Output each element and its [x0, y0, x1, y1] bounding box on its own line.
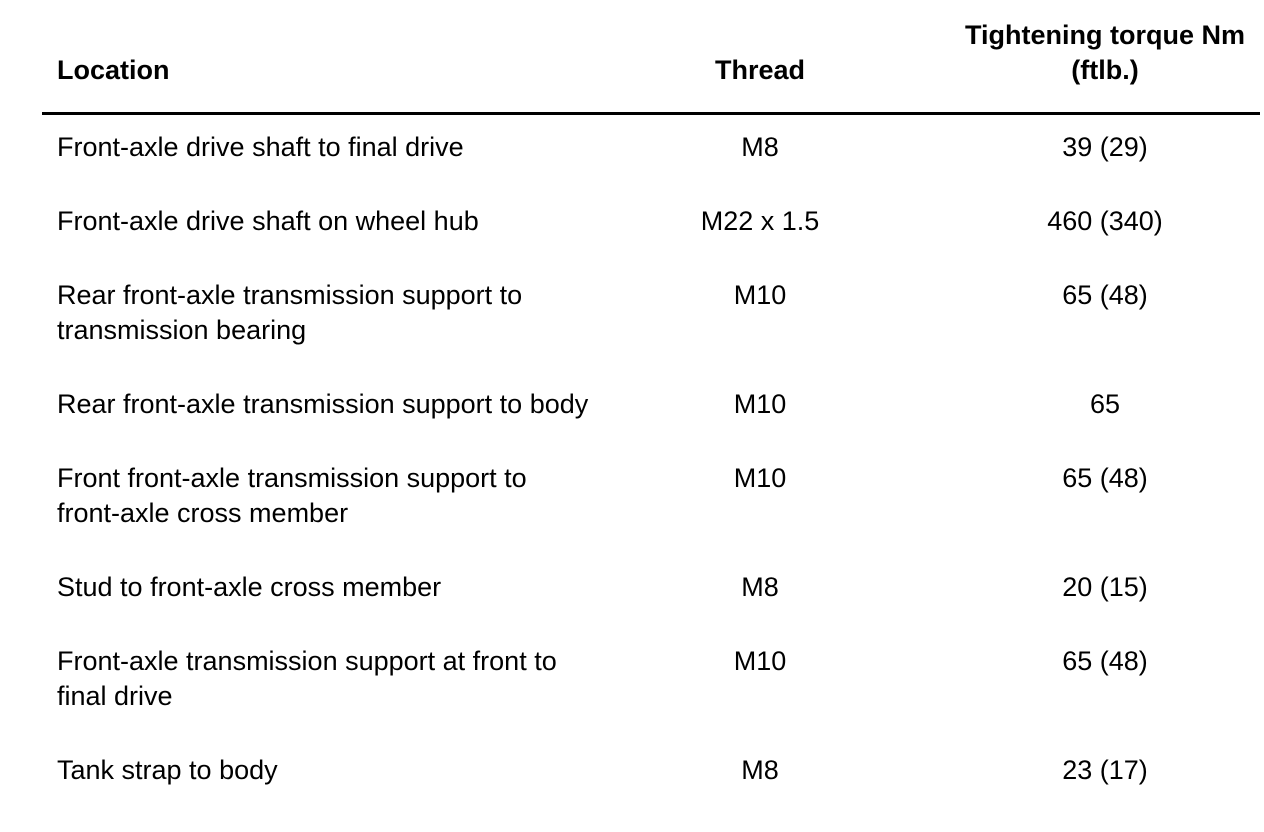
torque-value: 460 (340)	[1047, 206, 1163, 236]
location-line: front-axle cross member	[57, 498, 349, 528]
torque-cell: 23 (17)	[920, 753, 1260, 788]
location-line: Front-axle drive shaft to final drive	[57, 132, 464, 162]
thread-cell: M10	[600, 644, 920, 679]
torque-value: 65 (48)	[1062, 280, 1148, 310]
table-header-row: Location Thread Tightening torque Nm (ft…	[57, 0, 1260, 88]
torque-cell: 20 (15)	[920, 570, 1260, 605]
location-cell: Front-axle drive shaft on wheel hub	[57, 204, 600, 239]
torque-cell: 65 (48)	[920, 278, 1260, 313]
torque-cell: 39 (29)	[920, 130, 1260, 165]
torque-value: 23 (17)	[1062, 755, 1148, 785]
location-line: final drive	[57, 681, 173, 711]
table-row: Stud to front-axle cross member M8 20 (1…	[57, 570, 1260, 644]
torque-value: 65 (48)	[1062, 463, 1148, 493]
thread-cell: M22 x 1.5	[600, 204, 920, 239]
torque-cell: 460 (340)	[920, 204, 1260, 239]
header-thread-label: Thread	[714, 55, 806, 85]
header-torque: Tightening torque Nm (ftlb.)	[920, 18, 1260, 88]
torque-cell: 65	[920, 387, 1260, 422]
location-line: Front-axle transmission support at front…	[57, 646, 557, 676]
location-cell: Front-axle transmission support at front…	[57, 644, 600, 714]
header-location-label: Location	[57, 55, 170, 85]
header-divider-rule	[42, 112, 1260, 115]
location-cell: Tank strap to body	[57, 753, 600, 788]
torque-cell: 65 (48)	[920, 644, 1260, 679]
thread-value: M8	[741, 572, 779, 602]
location-cell: Rear front-axle transmission support to …	[57, 387, 600, 422]
table-row: Front-axle transmission support at front…	[57, 644, 1260, 753]
thread-cell: M8	[600, 130, 920, 165]
location-cell: Front front-axle transmission support to…	[57, 461, 600, 531]
thread-value: M10	[733, 389, 787, 419]
header-thread: Thread	[600, 53, 920, 88]
torque-value: 65 (48)	[1062, 646, 1148, 676]
torque-cell: 65 (48)	[920, 461, 1260, 496]
header-torque-line2: (ftlb.)	[1071, 55, 1139, 85]
thread-cell: M10	[600, 461, 920, 496]
torque-value: 39 (29)	[1062, 132, 1148, 162]
location-cell: Stud to front-axle cross member	[57, 570, 600, 605]
header-torque-line1: Tightening torque Nm	[965, 20, 1245, 50]
torque-value: 65	[1089, 389, 1121, 419]
location-line: Tank strap to body	[57, 755, 278, 785]
thread-cell: M8	[600, 570, 920, 605]
table-row: Front front-axle transmission support to…	[57, 461, 1260, 570]
location-cell: Rear front-axle transmission support to …	[57, 278, 600, 348]
location-cell: Front-axle drive shaft to final drive	[57, 130, 600, 165]
thread-value: M10	[733, 463, 787, 493]
table-row: Rear front-axle transmission support to …	[57, 387, 1260, 461]
thread-value: M10	[733, 646, 787, 676]
thread-value: M22 x 1.5	[700, 206, 820, 236]
table-row: Front-axle drive shaft to final drive M8…	[57, 88, 1260, 204]
torque-value: 20 (15)	[1062, 572, 1148, 602]
thread-cell: M10	[600, 387, 920, 422]
thread-cell: M10	[600, 278, 920, 313]
torque-table: Location Thread Tightening torque Nm (ft…	[57, 0, 1260, 827]
location-line: Front front-axle transmission support to	[57, 463, 527, 493]
thread-value: M8	[741, 755, 779, 785]
table-row: Rear front-axle transmission support to …	[57, 278, 1260, 387]
location-line: Stud to front-axle cross member	[57, 572, 442, 602]
thread-cell: M8	[600, 753, 920, 788]
thread-value: M8	[741, 132, 779, 162]
header-location: Location	[57, 53, 600, 88]
location-line: transmission bearing	[57, 315, 307, 345]
location-line: Front-axle drive shaft on wheel hub	[57, 206, 479, 236]
location-line: Rear front-axle transmission support to …	[57, 389, 589, 419]
table-row: Front-axle drive shaft on wheel hub M22 …	[57, 204, 1260, 278]
thread-value: M10	[733, 280, 787, 310]
location-line: Rear front-axle transmission support to	[57, 280, 523, 310]
table-row: Tank strap to body M8 23 (17)	[57, 753, 1260, 827]
